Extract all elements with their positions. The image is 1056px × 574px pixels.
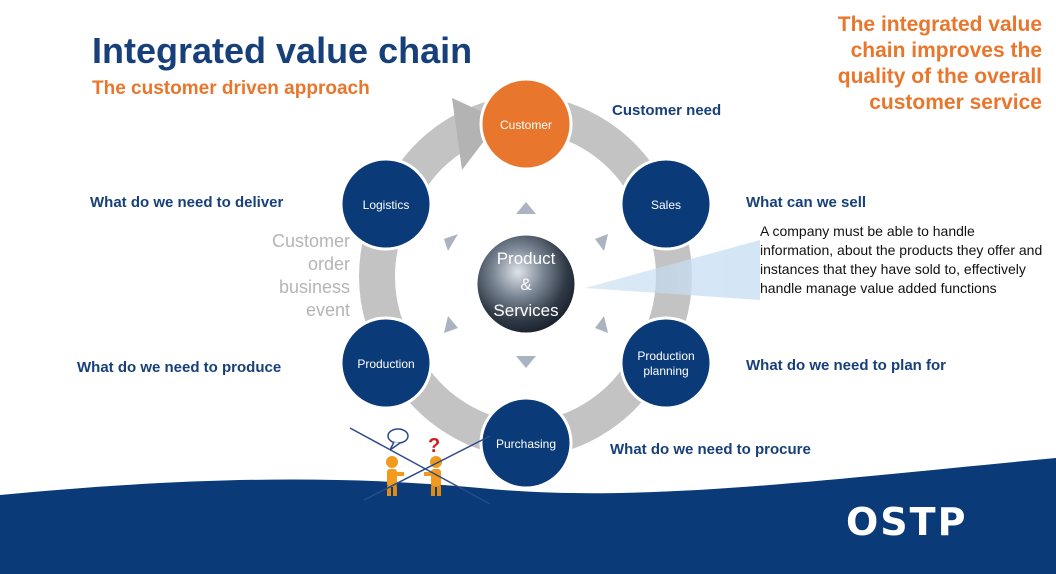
node-production-planning: Production planning [619, 316, 713, 410]
page-title: Integrated value chain [92, 30, 473, 71]
cycle-label-line: event [305, 300, 350, 320]
claim-text: The integrated value chain improves the … [742, 12, 1042, 116]
question-production-planning: What do we need to plan for [746, 357, 946, 374]
node-production-planning-circle [619, 316, 713, 410]
node-production-label: Production [357, 357, 414, 371]
question-customer: Customer need [612, 102, 722, 119]
hub-circle [474, 232, 578, 336]
node-sales-circle [619, 157, 713, 251]
page-subtitle: The customer driven approach [92, 78, 370, 99]
cycle-label-line: business [278, 277, 350, 297]
hub-arrows [444, 202, 608, 368]
node-customer-circle [479, 77, 573, 171]
question-production: What do we need to produce [77, 359, 282, 376]
hub-line-2: & [520, 275, 532, 294]
question-sales: What can we sell [746, 194, 867, 211]
question-mark-icon: ? [428, 435, 440, 457]
node-production: Production [339, 316, 433, 410]
node-production-planning-label-2: planning [643, 364, 688, 378]
hub-line-3: Services [493, 301, 558, 320]
hub-line-1: Product [497, 249, 556, 268]
claim-line: chain improves the [850, 39, 1042, 62]
node-logistics-label: Logistics [363, 198, 410, 212]
cycle-label: Customer order business event [226, 230, 350, 322]
callout-beam [585, 240, 760, 300]
cycle-label-line: Customer [271, 231, 350, 251]
node-purchasing-circle [479, 396, 573, 490]
node-purchasing: Purchasing [479, 396, 573, 490]
node-logistics-circle [339, 157, 433, 251]
node-customer: Customer [479, 77, 573, 171]
node-logistics: Logistics [339, 157, 433, 251]
confused-people-illustration: ? [349, 427, 491, 505]
cycle-label-line: order [307, 254, 350, 274]
node-customer-label: Customer [500, 118, 552, 132]
claim-line: The integrated value [837, 13, 1042, 36]
question-logistics: What do we need to deliver [90, 194, 284, 211]
question-purchasing: What do we need to procure [610, 441, 811, 458]
claim-line: customer service [869, 91, 1042, 114]
ostp-logo: OSTP [846, 500, 968, 544]
footer-wave [0, 458, 1056, 574]
claim-line: quality of the overall [837, 65, 1042, 88]
node-purchasing-label: Purchasing [496, 437, 556, 451]
node-production-planning-label-1: Production [637, 349, 694, 363]
info-note: A company must be able to handle informa… [760, 223, 1043, 296]
node-production-circle [339, 316, 433, 410]
node-sales-label: Sales [651, 198, 681, 212]
node-sales: Sales [619, 157, 713, 251]
